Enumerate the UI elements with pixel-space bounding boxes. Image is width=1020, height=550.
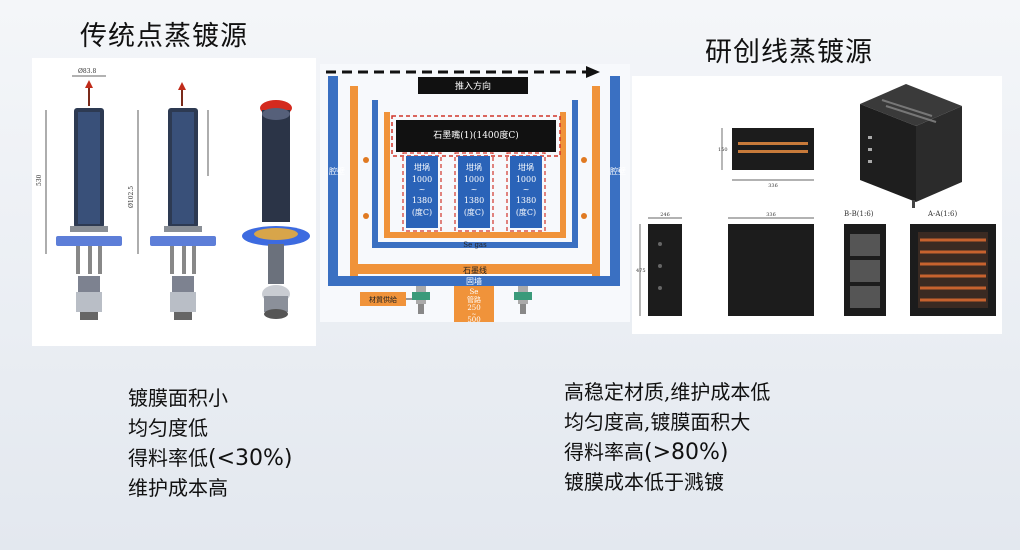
right-feature-list: 高稳定材质,维护成本低 均匀度高,镀膜面积大 得料率高(>80%) 镀膜成本低于…	[564, 377, 770, 497]
svg-text:~: ~	[523, 185, 530, 194]
graphite-block	[350, 264, 600, 274]
svg-text:坩埚: 坩埚	[414, 162, 430, 172]
valve-left	[412, 286, 430, 314]
linear-source-schematic-panel: 推入方向 腔壁 腔壁 石墨线 Se gas 石墨嘴(1)(1400度C)	[320, 64, 630, 324]
svg-text:1000: 1000	[464, 175, 484, 184]
right-feature-1: 高稳定材质,维护成本低	[564, 380, 771, 404]
point-source-unit-3d	[242, 100, 310, 319]
linear-source-drawing-panel: 336 150 246 475	[632, 76, 1002, 334]
svg-text:管路: 管路	[467, 295, 481, 304]
cavity-label-left: 腔壁	[329, 166, 345, 176]
left-feature-4: 维护成本高	[128, 476, 228, 500]
svg-text:Se: Se	[470, 288, 479, 296]
push-label: 推入方向	[455, 80, 491, 92]
svg-text:336: 336	[766, 212, 776, 218]
svg-text:150: 150	[718, 147, 728, 153]
cavity-wall-left	[328, 76, 338, 276]
svg-text:1000: 1000	[516, 175, 536, 184]
point-source-drawing: 530 Ø83.8 Ø102.5	[36, 68, 310, 320]
svg-text:B-B(1:6): B-B(1:6)	[844, 210, 874, 218]
linear-source-drawing: 336 150 246 475	[636, 84, 996, 316]
svg-text:(度C): (度C)	[464, 207, 484, 217]
isometric-view	[860, 84, 962, 208]
front-view: 336	[728, 212, 814, 316]
svg-text:336: 336	[768, 183, 778, 189]
point-source-panel: 530 Ø83.8 Ø102.5	[32, 58, 316, 346]
top-dim-label: Ø83.8	[78, 68, 96, 75]
svg-text:500: 500	[467, 316, 480, 322]
svg-text:1380: 1380	[412, 196, 432, 205]
push-label-box	[418, 77, 528, 94]
right-feature-2: 均匀度高,镀膜面积大	[564, 410, 751, 434]
base-label: 固墙	[466, 276, 482, 286]
right-title: 研创线蒸镀源	[705, 37, 873, 68]
svg-text:1380: 1380	[516, 196, 536, 205]
graphite-block-label: 石墨线	[463, 265, 487, 275]
cavity-label-right: 腔壁	[610, 166, 626, 176]
left-feature-3: 得料率低(<30%)	[128, 446, 293, 471]
right-feature-4: 镀膜成本低于溅镀	[564, 470, 724, 494]
material-feeder	[360, 292, 406, 306]
point-source-unit-2: Ø102.5	[128, 82, 216, 320]
crucible-2: 坩埚 1000 ~ 1380 (度C)	[454, 152, 494, 232]
se-gas-label: Se gas	[463, 241, 487, 249]
section-b-b: B-B(1:6)	[844, 210, 886, 316]
left-title: 传统点蒸镀源	[80, 21, 248, 52]
linear-source-schematic: 推入方向 腔壁 腔壁 石墨线 Se gas 石墨嘴(1)(1400度C)	[326, 66, 626, 324]
svg-text:~: ~	[471, 311, 476, 318]
svg-text:(度C): (度C)	[412, 207, 432, 217]
side-dim2-label: Ø102.5	[128, 186, 135, 208]
svg-text:1380: 1380	[464, 196, 484, 205]
graphite-nozzle-bar	[396, 120, 556, 152]
svg-text:1000: 1000	[412, 175, 432, 184]
left-feature-list: 镀膜面积小 均匀度低 得料率低(<30%) 维护成本高	[128, 383, 293, 503]
cavity-wall-right	[610, 76, 620, 276]
svg-text:246: 246	[660, 212, 670, 218]
svg-text:A-A(1:6): A-A(1:6)	[927, 210, 957, 218]
left-feature-1: 镀膜面积小	[128, 386, 228, 410]
svg-text:(度C): (度C)	[516, 207, 536, 217]
material-feeder-label: 材質供給	[369, 295, 397, 304]
svg-text:~: ~	[471, 185, 478, 194]
svg-text:坩埚: 坩埚	[466, 162, 482, 172]
svg-text:250: 250	[467, 304, 480, 312]
left-feature-2: 均匀度低	[128, 416, 208, 440]
svg-text:~: ~	[419, 185, 426, 194]
section-a-a: A-A(1:6)	[910, 210, 996, 316]
point-source-unit-1: 530 Ø83.8	[36, 68, 122, 320]
side-dim-label: 530	[36, 174, 43, 186]
base-plate	[328, 276, 620, 286]
top-view: 336 150	[718, 128, 814, 189]
graphite-nozzle-label: 石墨嘴(1)(1400度C)	[433, 129, 519, 141]
crucible-1: 坩埚 1000 ~ 1380 (度C)	[402, 152, 442, 232]
side-view: 246 475	[636, 212, 682, 316]
crucible-3: 坩埚 1000 ~ 1380 (度C)	[506, 152, 546, 232]
right-feature-3: 得料率高(>80%)	[564, 440, 729, 465]
valve-right	[514, 286, 532, 314]
se-pipe	[454, 286, 494, 322]
svg-text:坩埚: 坩埚	[518, 162, 534, 172]
svg-text:475: 475	[636, 268, 646, 274]
